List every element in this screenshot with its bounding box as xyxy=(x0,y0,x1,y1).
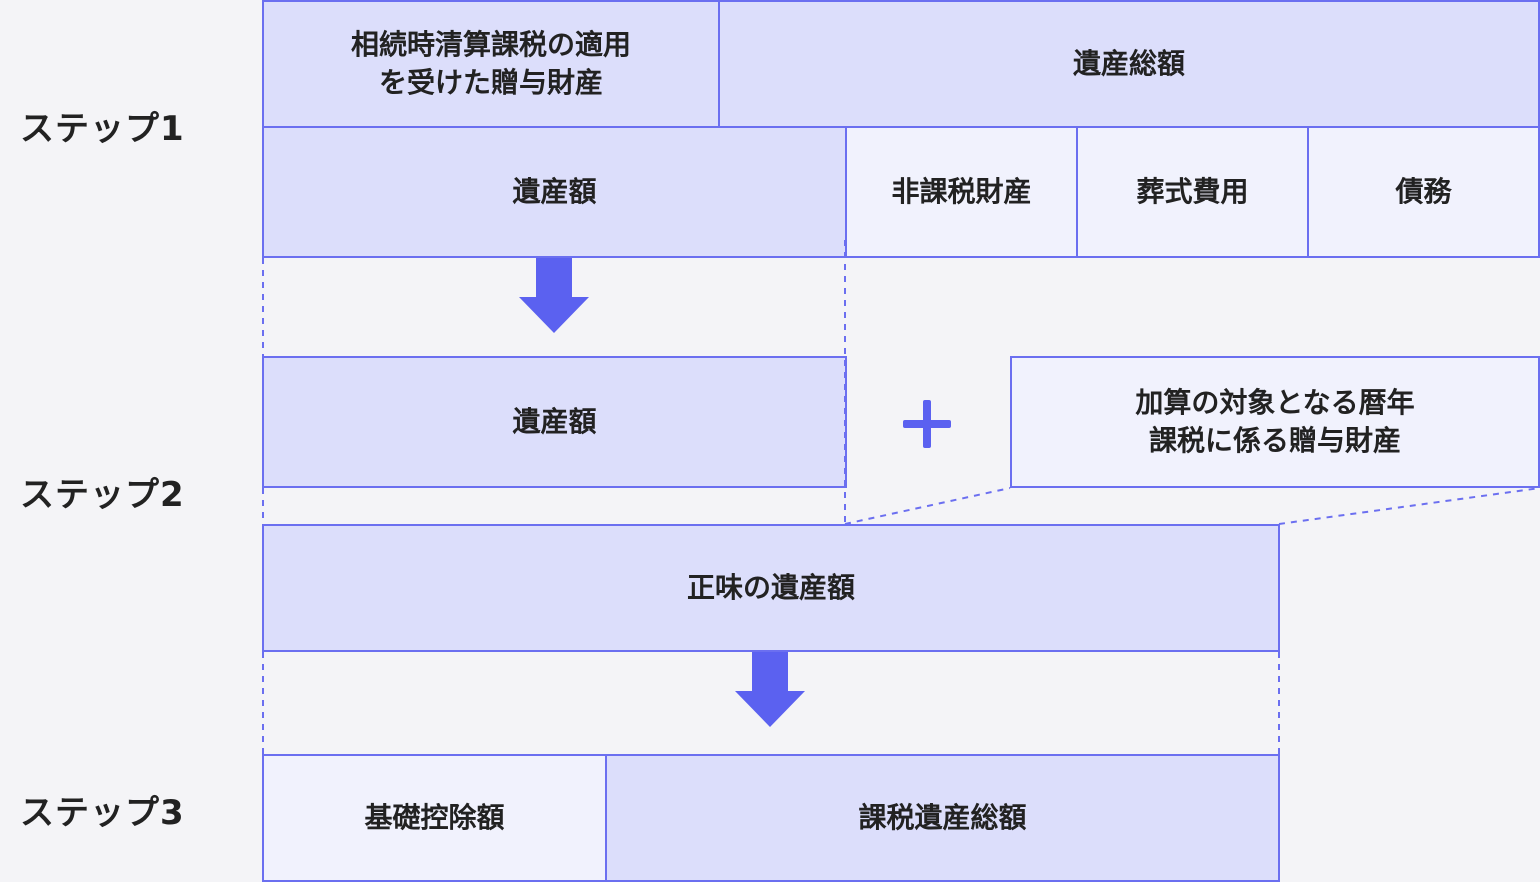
guide-merge-left xyxy=(844,487,1011,525)
estate-amount-box-step2: 遺産額 xyxy=(262,356,847,488)
funeral-expenses-box: 葬式費用 xyxy=(1076,126,1309,258)
step-3-label: ステップ3 xyxy=(20,793,185,833)
step-2-label: ステップ2 xyxy=(20,475,185,515)
total-estate-box: 遺産総額 xyxy=(718,0,1540,128)
annual-gift-property-box: 加算の対象となる暦年 課税に係る贈与財産 xyxy=(1010,356,1540,488)
estate-amount-box-step1: 遺産額 xyxy=(262,126,847,258)
debts-box: 債務 xyxy=(1307,126,1540,258)
non-taxable-property-box: 非課税財産 xyxy=(845,126,1078,258)
step-1-label: ステップ1 xyxy=(20,109,185,149)
settlement-taxation-gift-property-box: 相続時清算課税の適用 を受けた贈与財産 xyxy=(262,0,720,128)
down-arrow-icon-1 xyxy=(519,258,589,333)
plus-icon xyxy=(903,400,951,448)
down-arrow-icon-2 xyxy=(735,652,805,727)
taxable-estate-total-box: 課税遺産総額 xyxy=(605,754,1280,882)
basic-deduction-box: 基礎控除額 xyxy=(262,754,607,882)
dashed-guides xyxy=(262,240,1540,770)
net-estate-amount-box: 正味の遺産額 xyxy=(262,524,1280,652)
guide-merge-right xyxy=(1278,487,1540,525)
